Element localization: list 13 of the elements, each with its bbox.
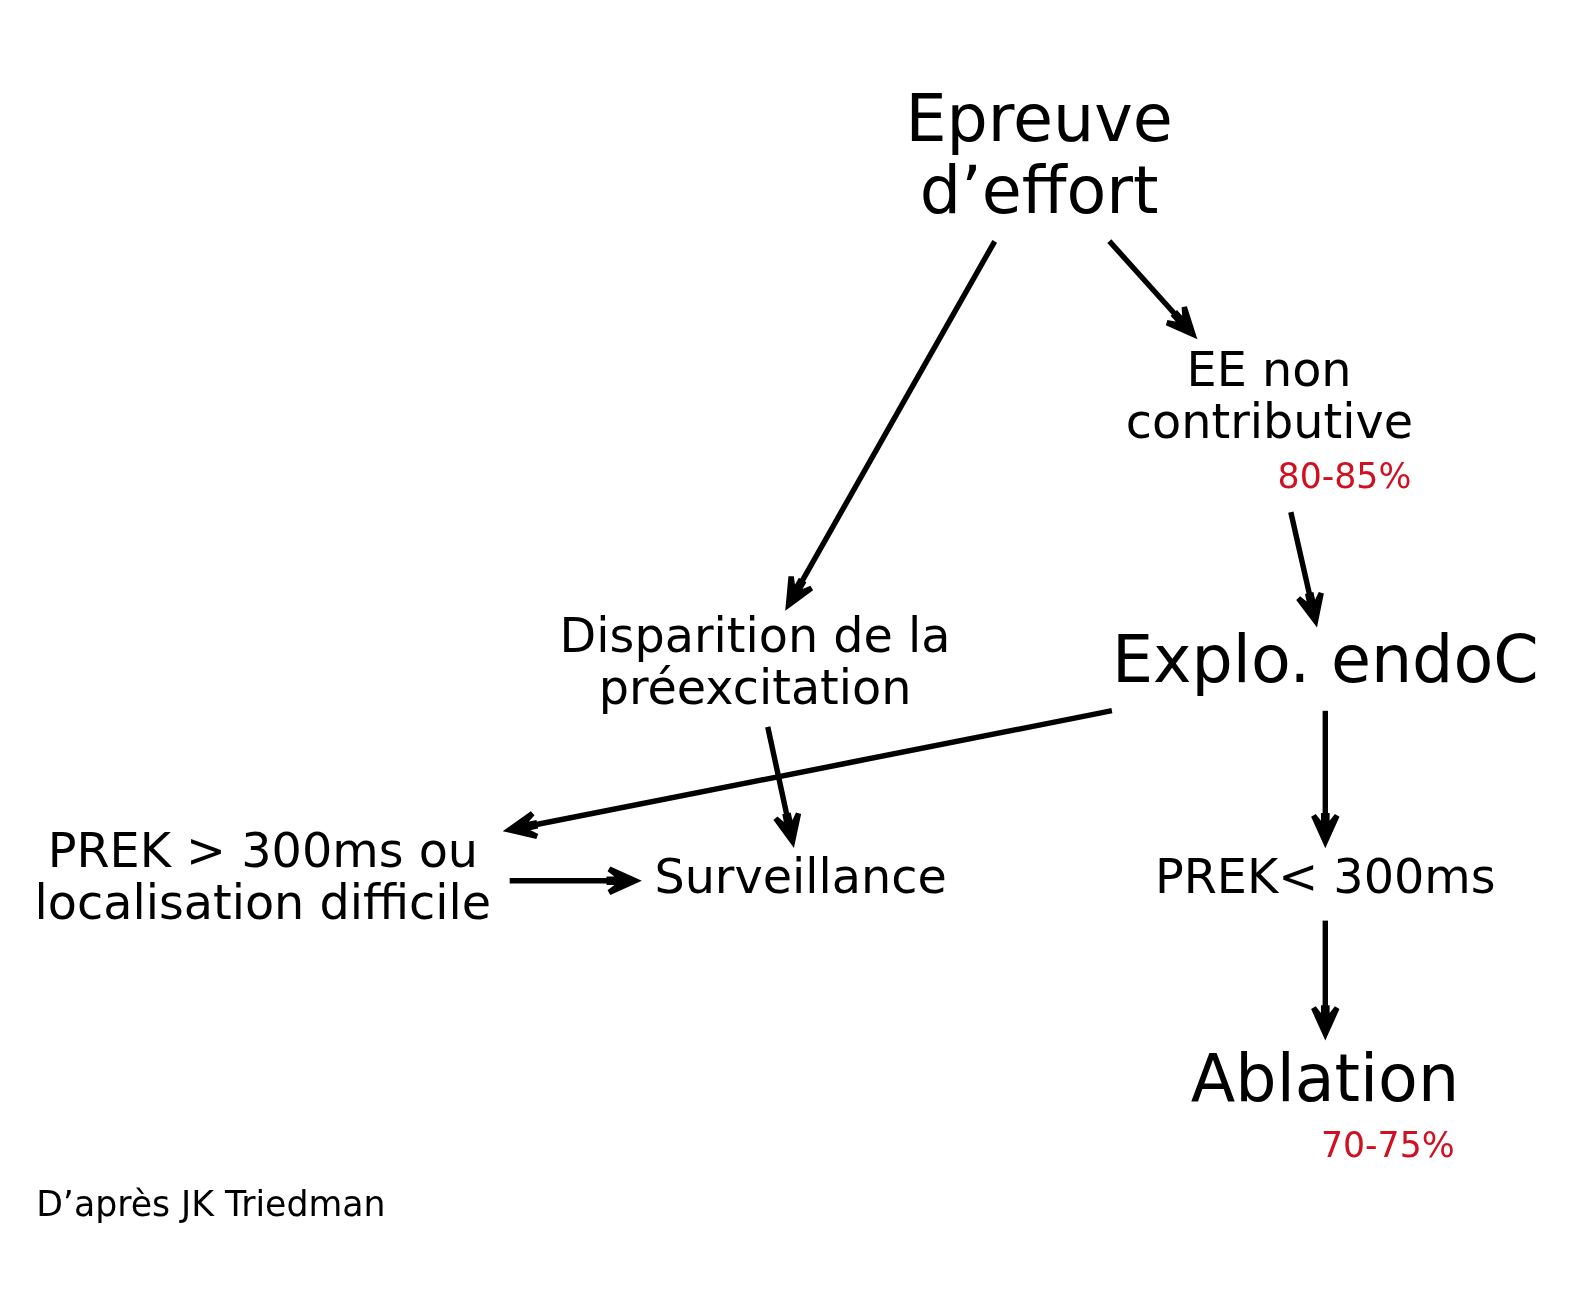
node-text: Epreuve d’effort (905, 80, 1173, 228)
node-text: PREK > 300ms ou localisation difficile (34, 822, 492, 930)
node-label: 80-85% (1277, 455, 1412, 496)
node-text: Ablation (1190, 1040, 1460, 1116)
arrow (785, 239, 998, 608)
node-text: Disparition de la préexcitation (559, 607, 951, 715)
node-text: PREK< 300ms (1154, 848, 1496, 904)
node-label: 70-75% (1320, 1124, 1455, 1165)
node-text: Explo. endoC (1111, 621, 1539, 697)
caption: D’après JK Triedman (36, 1183, 386, 1224)
arrow (1107, 238, 1196, 337)
node-text: EE non contributive (1125, 341, 1414, 449)
node-text: Surveillance (654, 848, 947, 904)
